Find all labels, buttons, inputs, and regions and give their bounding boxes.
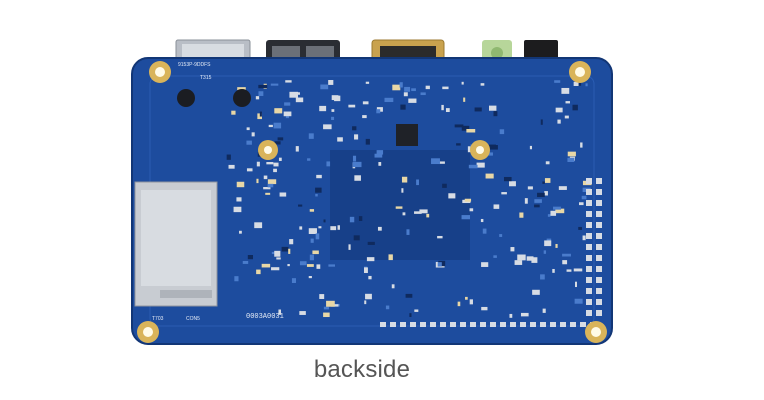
sd-card-slot — [134, 181, 218, 307]
capacitor — [233, 89, 251, 107]
mounting-hole — [585, 321, 607, 343]
silkscreen-net-label: 9153P-9DDFS — [178, 62, 211, 68]
silkscreen-ref-t703: T703 — [152, 316, 164, 322]
silkscreen-ref-con5: CON5 — [186, 316, 200, 322]
ic-chip — [396, 124, 418, 146]
silkscreen-board-serial: 0003A0031 — [246, 313, 284, 321]
bottom-header-pads — [380, 322, 596, 327]
mounting-hole — [470, 140, 490, 160]
mounting-hole — [137, 321, 159, 343]
gpio-header-pads — [586, 178, 602, 316]
mounting-hole — [569, 61, 591, 83]
capacitor — [177, 89, 195, 107]
caption: backside — [313, 356, 411, 383]
mounting-hole — [258, 140, 278, 160]
mounting-hole — [149, 61, 171, 83]
silkscreen-ref-t315: T315 — [200, 75, 212, 81]
